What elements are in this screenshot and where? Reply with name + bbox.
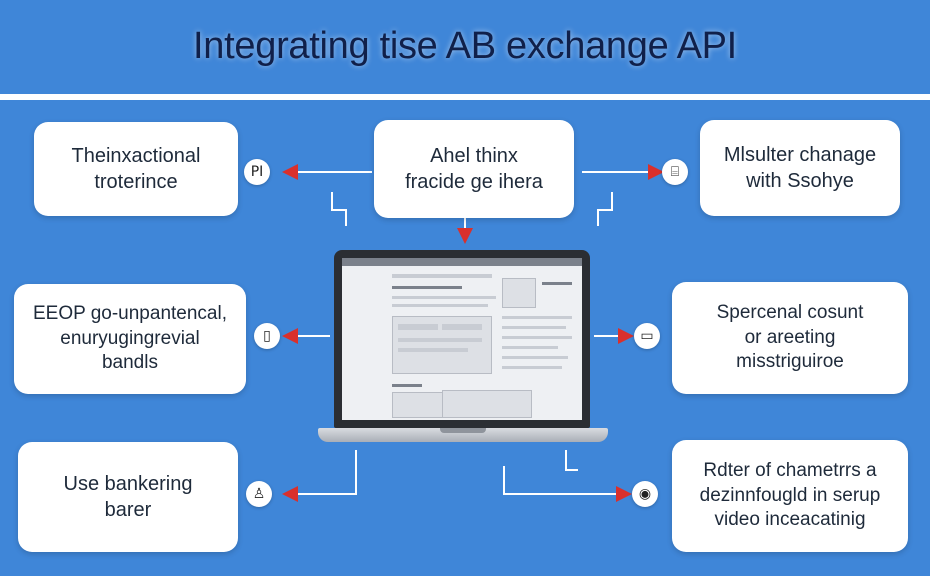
connector-top-right: [597, 192, 613, 226]
arrow-bottom-right: [503, 466, 632, 502]
box-bottom-left: Use bankering barer: [18, 442, 238, 552]
mock-field: [442, 324, 482, 330]
connector-top-left: [331, 192, 347, 226]
tray-icon: ⌸: [662, 159, 688, 185]
arrow-bottom-left: [282, 450, 357, 502]
location-icon: ◉: [632, 481, 658, 507]
mock-line: [392, 274, 492, 278]
device-icon: ▯: [254, 323, 280, 349]
box-top-right: Mlsulter chanage with Ssohye: [700, 120, 900, 216]
connector-bottom-right: [565, 450, 578, 471]
mock-table: [442, 390, 532, 418]
mock-line: [502, 316, 572, 319]
mock-browser-bar: [342, 258, 582, 266]
mock-line: [502, 356, 568, 359]
mock-heading: [392, 286, 462, 289]
mock-field: [398, 324, 438, 330]
bank-icon: ♙: [246, 481, 272, 507]
mock-line: [392, 304, 488, 307]
mock-heading: [392, 384, 422, 387]
mock-line: [502, 336, 572, 339]
box-top-center: Ahel thinx fracide ge ihera: [374, 120, 574, 218]
laptop-screen: [334, 250, 590, 428]
laptop-notch: [440, 428, 486, 433]
box-bottom-right: Rdter of chametrrs a dezinnfougld in ser…: [672, 440, 908, 552]
box-mid-right: Spercenal cosunt or areeting misstriguir…: [672, 282, 908, 394]
title-divider: [0, 94, 930, 100]
phone-icon: ▭: [634, 323, 660, 349]
mock-line: [542, 282, 572, 285]
mock-line: [502, 326, 566, 329]
diagram-title: Integrating tise AB exchange API: [193, 24, 737, 67]
mock-line: [398, 348, 468, 352]
mock-line: [398, 338, 482, 342]
box-mid-left: EEOP go-unpantencal, enuryugingrevial ba…: [14, 284, 246, 394]
mock-line: [502, 366, 562, 369]
mock-line: [502, 346, 558, 349]
api-icon: PI: [244, 159, 270, 185]
laptop-base: [318, 428, 608, 442]
box-top-left: Theinxactional troterince: [34, 122, 238, 216]
laptop-display: [342, 258, 582, 420]
mock-image: [502, 278, 536, 308]
mock-line: [392, 296, 496, 299]
